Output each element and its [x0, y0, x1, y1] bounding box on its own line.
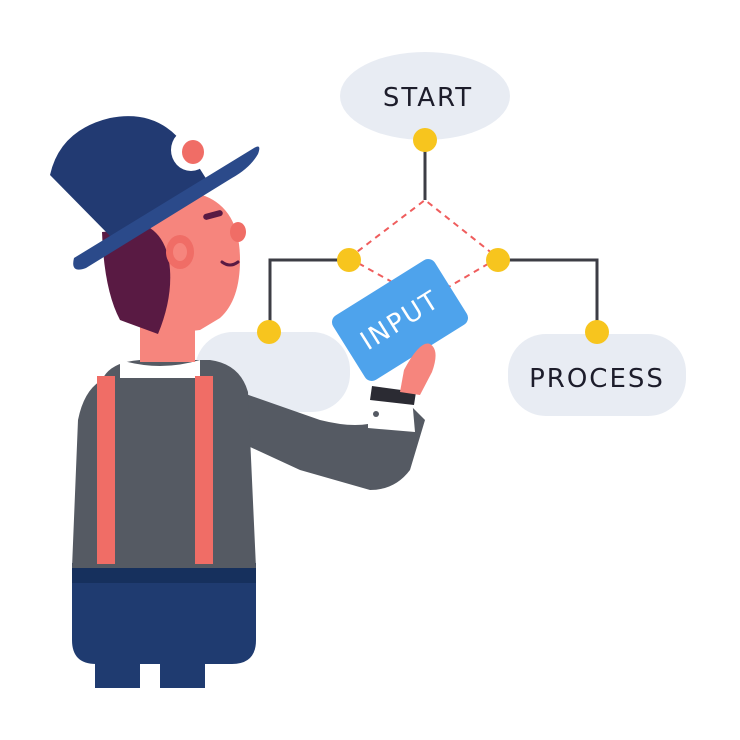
flowchart: START PROCESS [195, 52, 686, 416]
hat-badge-inner [182, 140, 204, 164]
left-junction-dot [337, 248, 361, 272]
left-branch-line [268, 258, 349, 330]
start-connector-dot [413, 128, 437, 152]
hat-icon [50, 116, 260, 270]
person-icon: INPUT [50, 116, 468, 688]
start-node-shape [340, 52, 510, 140]
right-junction-dot [486, 248, 510, 272]
dashed-upper-branch [348, 198, 499, 259]
ear-inner [173, 243, 187, 261]
raised-arm [220, 385, 425, 490]
start-node: START [340, 52, 510, 140]
start-label: START [383, 83, 473, 113]
input-connector-dot [257, 320, 281, 344]
left-suspender [97, 376, 115, 564]
tablet-body [332, 259, 468, 381]
nose [230, 222, 246, 242]
eyebrow [203, 210, 223, 220]
hand [400, 343, 436, 395]
smile [220, 260, 240, 267]
process-node: PROCESS [508, 334, 686, 416]
right-suspender [195, 376, 213, 564]
trousers [72, 568, 256, 664]
collar [120, 360, 200, 378]
process-label: PROCESS [529, 364, 665, 394]
cuff-button [373, 411, 379, 417]
shirt-cuff [368, 396, 415, 432]
right-branch-line [498, 258, 599, 330]
tablet-icon: INPUT [332, 259, 468, 381]
process-node-shape [508, 334, 686, 416]
hat-brim [73, 146, 260, 270]
process-connector-dot [585, 320, 609, 344]
hair [102, 228, 171, 334]
